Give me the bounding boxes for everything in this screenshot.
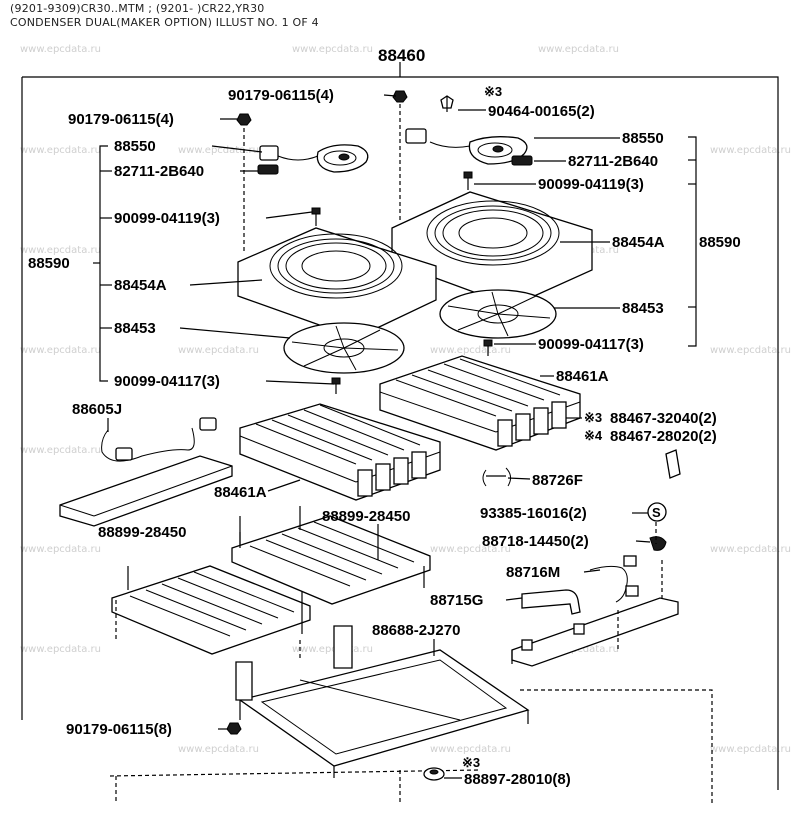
label-88899-28450-mid: 88899-28450 [322, 508, 410, 525]
label-82711-2b640-right: 82711-2B640 [568, 153, 658, 170]
label-88454a-right: 88454A [612, 234, 665, 251]
label-88461a-left: 88461A [214, 484, 267, 501]
watermark: www.epcdata.ru [430, 544, 511, 555]
header-model-line: (9201-9309)CR30..MTM ; (9201- )CR22,YR30 [10, 2, 265, 15]
label-90179-06115-bottom: 90179-06115(8) [66, 721, 172, 738]
bolt-icon [311, 207, 321, 226]
assembly-frame [21, 62, 779, 804]
watermark: www.epcdata.ru [178, 145, 259, 156]
label-90179-06115-left: 90179-06115(4) [68, 111, 174, 128]
watermark: www.epcdata.ru [710, 544, 791, 555]
leader-lines [115, 104, 663, 660]
label-90099-04119-left: 90099-04119(3) [114, 210, 220, 227]
bracket-88590-left [93, 145, 112, 382]
label-90179-06115-top: 90179-06115(4) [228, 87, 334, 104]
watermark: www.epcdata.ru [178, 744, 259, 755]
grommet-icon [649, 536, 667, 551]
label-93385-16016: 93385-16016(2) [480, 505, 587, 522]
hose [482, 467, 512, 487]
label-88899-28450-left: 88899-28450 [98, 524, 186, 541]
bolt-icon [483, 339, 493, 356]
watermark: www.epcdata.ru [20, 245, 101, 256]
nut-icon [392, 90, 408, 103]
label-88454a-left: 88454A [114, 277, 167, 294]
fan-shroud-left [237, 227, 437, 339]
drain-hose [521, 589, 581, 615]
label-88460: 88460 [378, 46, 425, 65]
fan-motor-right [405, 128, 528, 165]
label-88590-right: 88590 [699, 234, 741, 251]
label-82711-2b640-left: 82711-2B640 [114, 163, 204, 180]
note-mark-3: ※3 [584, 410, 602, 425]
connector-icon [511, 155, 533, 166]
mounting-frame [235, 625, 530, 778]
label-90099-04117-left: 90099-04117(3) [114, 373, 220, 390]
label-88550-right: 88550 [622, 130, 664, 147]
nut-icon [226, 722, 242, 735]
label-88453-right: 88453 [622, 300, 664, 317]
service-mark-icon: S [647, 502, 667, 522]
note-mark-3: ※3 [484, 84, 502, 99]
watermark: www.epcdata.ru [292, 44, 373, 55]
label-90099-04117-right: 90099-04117(3) [538, 336, 644, 353]
mounting-bracket-right [511, 597, 679, 667]
watermark: www.epcdata.ru [710, 345, 791, 356]
watermark: www.epcdata.ru [20, 345, 101, 356]
watermark: www.epcdata.ru [710, 145, 791, 156]
bracket-bar [59, 455, 233, 527]
header-illustration-title: CONDENSER DUAL(MAKER OPTION) ILLUST NO. … [10, 16, 319, 29]
label-90099-04119-right: 90099-04119(3) [538, 176, 644, 193]
label-88453-left: 88453 [114, 320, 156, 337]
pad-icon [665, 449, 681, 479]
label-88718-14450: 88718-14450(2) [482, 533, 589, 550]
label-88688-2j270: 88688-2J270 [372, 622, 460, 639]
watermark: www.epcdata.ru [178, 345, 259, 356]
label-88590-left: 88590 [28, 255, 70, 272]
watermark: www.epcdata.ru [430, 744, 511, 755]
connector-icon [257, 164, 279, 175]
fan-motor-left [259, 144, 369, 173]
watermark: www.epcdata.ru [20, 44, 101, 55]
drain-tray-right [231, 506, 431, 605]
label-90464-00165: 90464-00165(2) [488, 103, 595, 120]
label-88716m: 88716M [506, 564, 560, 581]
label-88715g: 88715G [430, 592, 483, 609]
watermark: www.epcdata.ru [20, 145, 101, 156]
note-mark-3: ※3 [462, 755, 480, 770]
label-88897-28010: 88897-28010(8) [464, 771, 571, 788]
condenser-left [239, 403, 441, 501]
watermark: www.epcdata.ru [20, 544, 101, 555]
label-88605j: 88605J [72, 401, 122, 418]
label-88550-left: 88550 [114, 138, 156, 155]
watermark: www.epcdata.ru [710, 744, 791, 755]
bracket-88590-right [688, 136, 697, 347]
watermark: www.epcdata.ru [292, 644, 373, 655]
grommet-icon [423, 767, 445, 781]
watermark: www.epcdata.ru [430, 345, 511, 356]
label-88461a-right: 88461A [556, 368, 609, 385]
condenser-right [379, 355, 581, 451]
watermark: www.epcdata.ru [20, 445, 101, 456]
label-88467-32040: 88467-32040(2) [610, 410, 717, 427]
fan-blade-left [283, 322, 405, 374]
wire-harness-small [589, 555, 639, 603]
clip-icon [440, 95, 454, 112]
bolt-icon [331, 377, 341, 394]
label-leaders [179, 94, 651, 779]
fan-blade-right [439, 289, 557, 339]
watermark: www.epcdata.ru [538, 44, 619, 55]
nut-icon [236, 113, 252, 126]
label-88726f: 88726F [532, 472, 583, 489]
wiring-harness [101, 417, 217, 462]
label-88467-28020: 88467-28020(2) [610, 428, 717, 445]
watermark: www.epcdata.ru [20, 644, 101, 655]
bolt-icon [463, 171, 473, 190]
callout-labels: 88460 90179-06115(4) ※3 90464-00165(2) 9… [28, 46, 741, 788]
service-mark-letter: S [652, 505, 661, 520]
note-mark-4: ※4 [584, 428, 603, 443]
